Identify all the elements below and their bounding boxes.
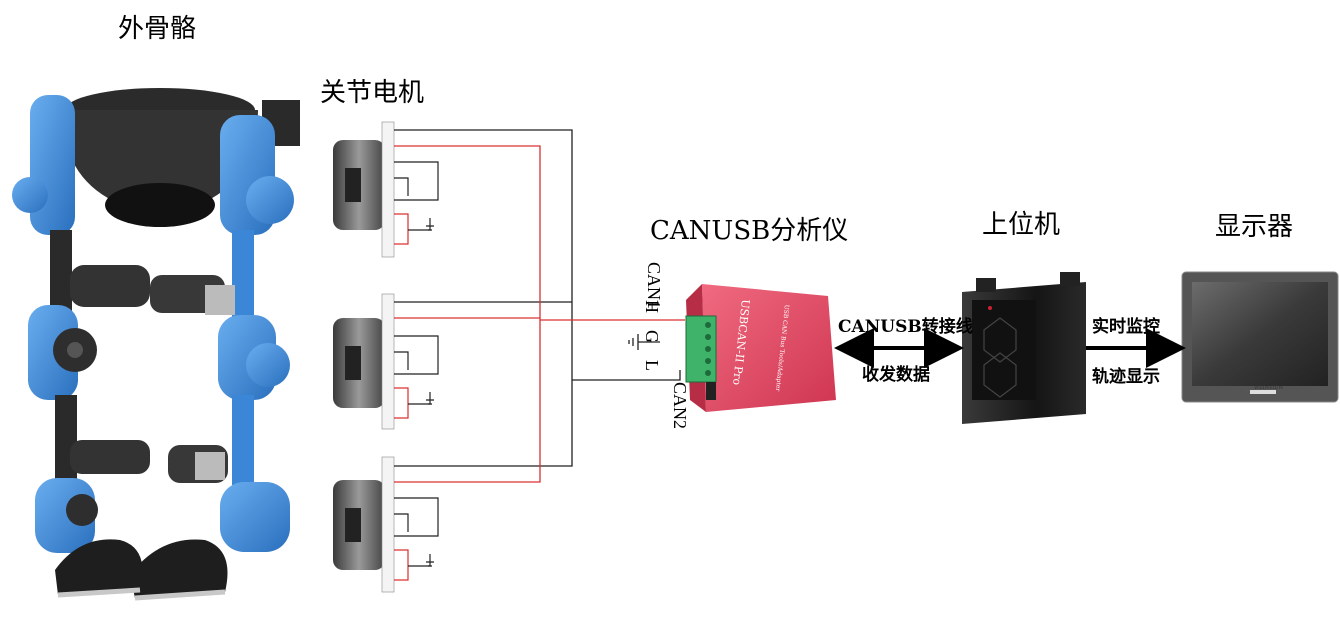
joint-motor-2: [333, 293, 395, 430]
display-label: 显示器: [1215, 212, 1294, 242]
transceive-label: 收发数据: [862, 365, 930, 385]
monitor-brand-label: WEINVIEW: [1254, 385, 1284, 391]
joint-motor-1: [333, 121, 395, 258]
pin-h-label: H: [642, 300, 662, 313]
display-image: [1181, 271, 1339, 403]
joint-motors: [333, 121, 685, 593]
exoskeleton-image: [12, 88, 300, 601]
joint-motor-3: [333, 456, 395, 593]
cable-label: CANUSB转接线: [838, 317, 973, 337]
analyzer-label: CANUSB分析仪: [650, 216, 849, 246]
joint-motor-label: 关节电机: [320, 78, 425, 108]
pin-g-label: G: [642, 330, 662, 343]
pin-l-label: L: [642, 360, 662, 371]
realtime-monitor-label: 实时监控: [1092, 317, 1160, 337]
trajectory-label: 轨迹显示: [1092, 367, 1160, 387]
host-label: 上位机: [982, 210, 1061, 240]
can2-label: CAN2: [670, 382, 690, 430]
host-pc-image: [962, 272, 1086, 424]
exoskeleton-label: 外骨骼: [118, 14, 197, 44]
canusb-analyzer-image: [685, 284, 836, 412]
